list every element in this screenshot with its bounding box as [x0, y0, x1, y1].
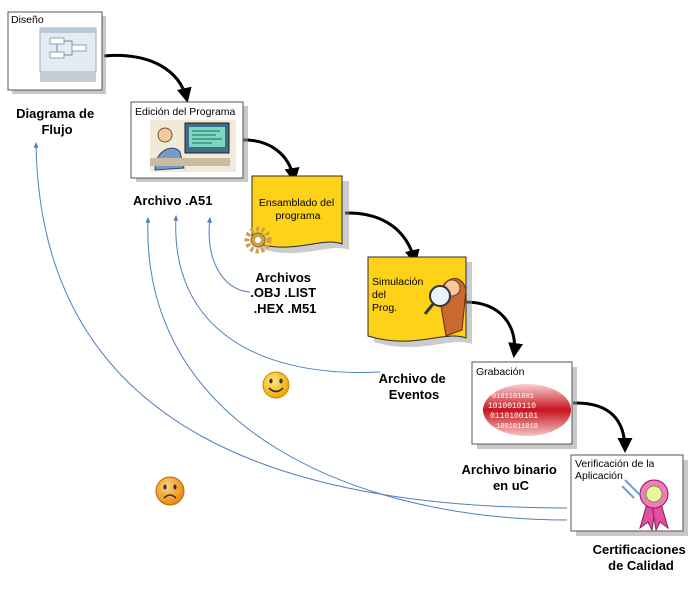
feedback-arcs [33, 141, 568, 521]
stage-simulacion: Simulación del Prog. Archivo de Eventos [367, 256, 472, 402]
ribbon-seal-icon [621, 479, 669, 532]
diseno-caption: Diagrama de Flujo [16, 106, 98, 137]
feedback-arc-archivo-a51-outer [145, 216, 568, 521]
simulacion-title: Simulación del Prog. [372, 276, 426, 314]
verificacion-title: Verificación de la Aplicación [575, 458, 657, 482]
simulacion-document [367, 256, 467, 342]
edicion-title: Edición del Programa [135, 106, 236, 118]
stage-grabacion: Grabación 0101101001 1010010110 01101001… [462, 361, 577, 493]
magnifier-icon [423, 278, 467, 337]
stage-ensamblado: Ensamblado del programa Archivos .OBJ .L… [244, 175, 349, 316]
programmer-at-computer-icon [150, 120, 236, 172]
diseno-title: Diseño [11, 14, 44, 26]
verificacion-caption: Certificaciones de Calidad [593, 542, 690, 573]
ensamblado-title: Ensamblado del programa [259, 197, 337, 222]
feedback-arc-archivo-a51-mid [173, 214, 381, 373]
arrow-diseno-to-edicion [103, 53, 192, 103]
binary-data-icon: 0101101001 1010010110 0110100101 1001011… [483, 384, 571, 436]
grabacion-caption: Archivo binario en uC [462, 462, 561, 493]
arrow-ensamblado-to-simulacion [344, 211, 420, 265]
sad-face-icon [155, 476, 185, 506]
gear-icon [244, 226, 272, 254]
arrow-simulacion-to-grabacion [464, 300, 524, 358]
smile-face-icon [262, 371, 290, 399]
stage-diseno: Diseño Diagrama de Flujo [7, 11, 106, 137]
stage-edicion: Edición del Programa Archivo .A51 [130, 101, 248, 208]
simulacion-caption: Archivo de Eventos [379, 371, 450, 402]
svg-text:1010010110: 1010010110 [488, 402, 536, 411]
svg-text:0101101001: 0101101001 [492, 393, 534, 401]
feedback-arc-diagrama [33, 141, 568, 509]
arrow-grabacion-to-verificacion [572, 401, 633, 453]
edicion-caption: Archivo .A51 [133, 193, 212, 208]
grabacion-title: Grabación [476, 366, 525, 378]
flowchart-window-icon [39, 27, 97, 82]
svg-text:1001011010: 1001011010 [496, 423, 538, 431]
stage-verificacion: Verificación de la Aplicación Certificac… [570, 454, 690, 573]
svg-text:0110100101: 0110100101 [490, 412, 538, 421]
ensamblado-caption: Archivos .OBJ .LIST .HEX .M51 [250, 270, 319, 316]
feedback-arc-archivo-a51-inner [206, 216, 251, 293]
